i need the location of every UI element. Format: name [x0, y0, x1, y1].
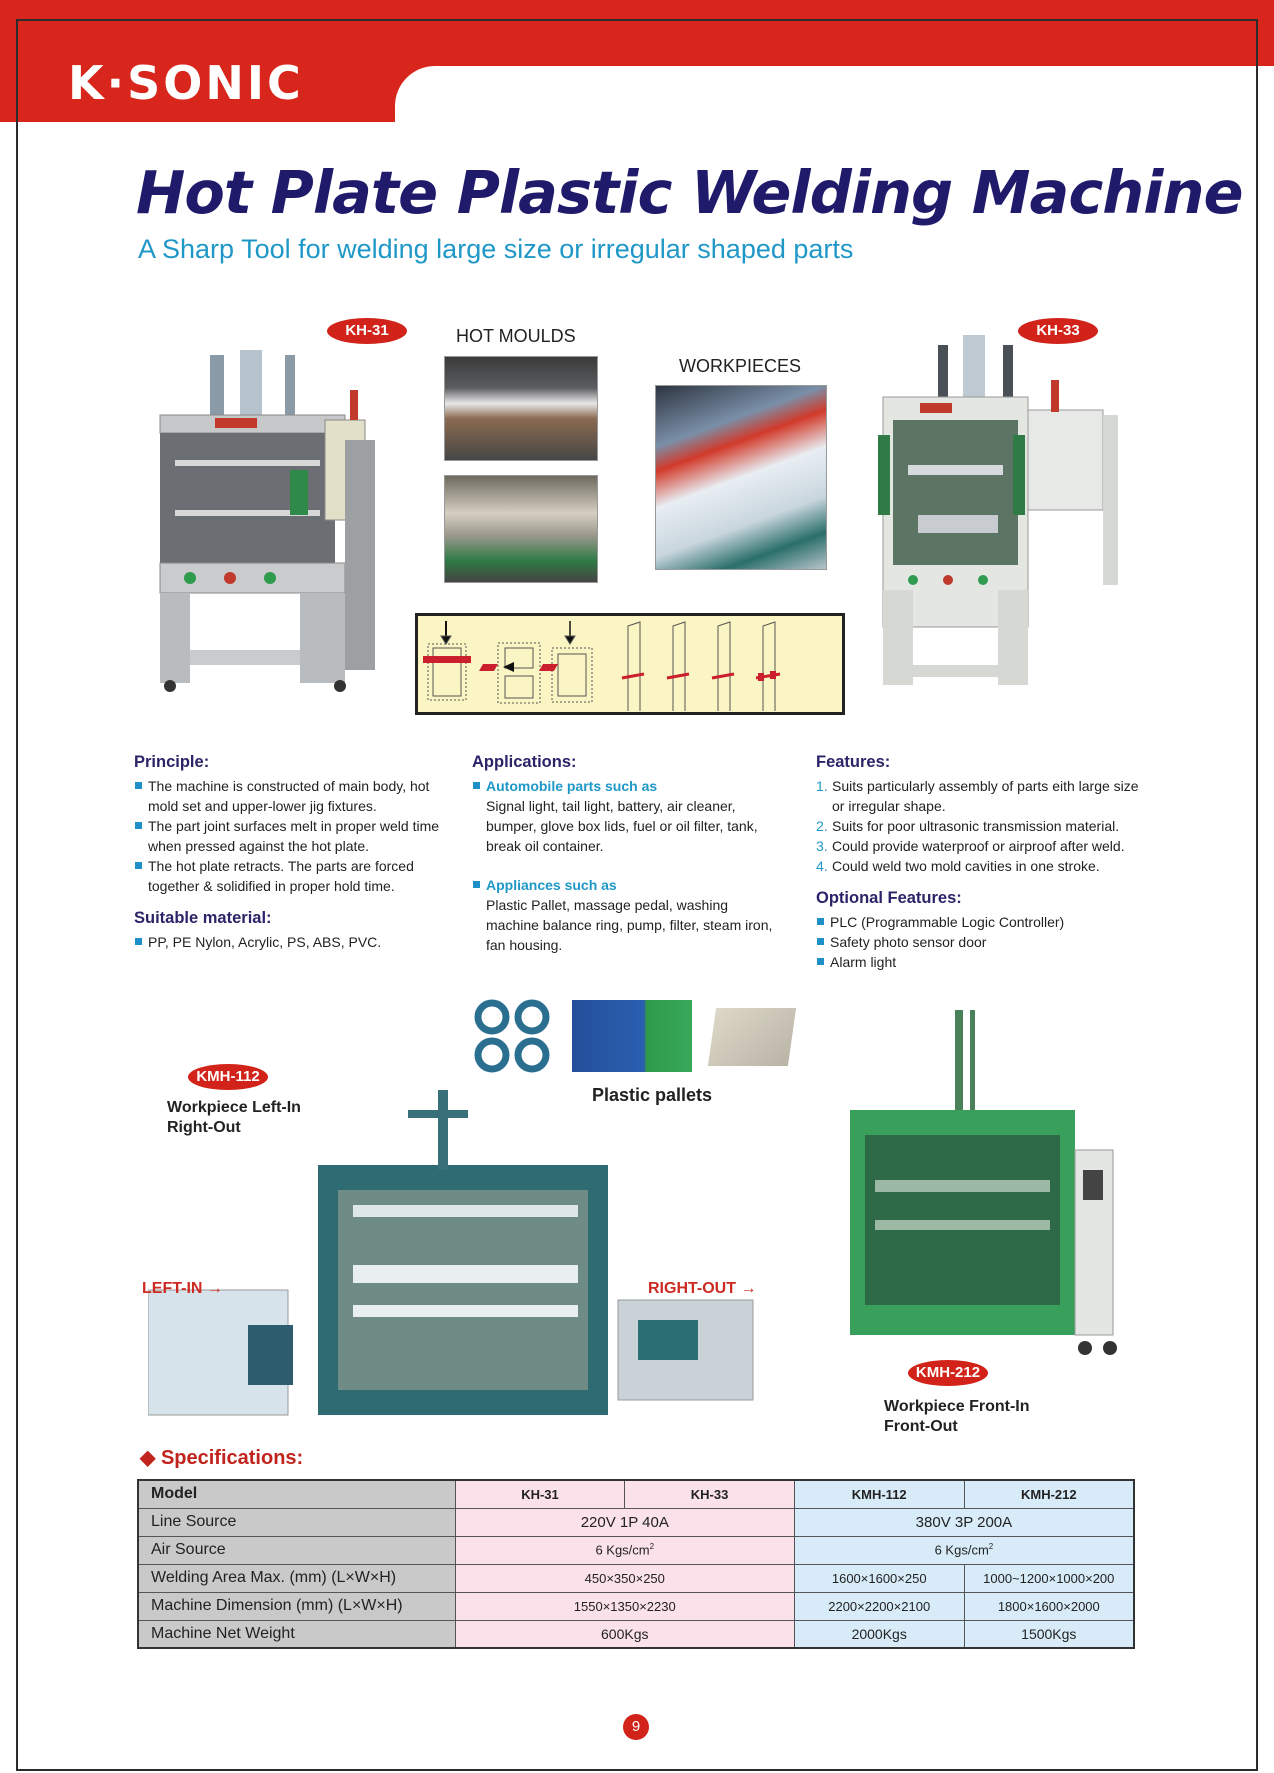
header-model: KMH-212	[963, 1479, 1135, 1509]
application-group-title: Appliances such as	[472, 875, 782, 895]
feature-item: 1.Suits particularly assembly of parts e…	[816, 778, 1139, 814]
table-header-row: Model KH-31 KH-33 KMH-112 KMH-212	[137, 1479, 1135, 1509]
kmh112-badge: KMH-112	[188, 1064, 268, 1090]
material-item: PP, PE Nylon, Acrylic, PS, ABS, PVC.	[134, 932, 444, 952]
header-label: Model	[137, 1479, 456, 1509]
page-title: Hot Plate Plastic Welding Machine	[136, 158, 1244, 227]
pallet-round-image	[472, 998, 552, 1074]
hot-moulds-label: HOT MOULDS	[456, 326, 576, 346]
feature-item: 2.Suits for poor ultrasonic transmission…	[816, 818, 1120, 834]
table-row: Air Source 6 Kgs/cm2 6 Kgs/cm2	[137, 1535, 1135, 1565]
kh33-machine-image	[868, 335, 1123, 695]
application-group-text: Signal light, tail light, battery, air c…	[486, 798, 758, 854]
applications-section: Applications: Automobile parts such as S…	[472, 752, 782, 955]
kh33-badge: KH-33	[1018, 318, 1098, 344]
optional-feature-item: Alarm light	[816, 952, 1146, 972]
plastic-pallets-label: Plastic pallets	[592, 1085, 713, 1105]
header-curve	[395, 66, 485, 122]
features-section: Features: 1.Suits particularly assembly …	[816, 752, 1146, 972]
hot-plate-process-diagram	[415, 613, 845, 715]
kh31-badge: KH-31	[327, 318, 407, 344]
principle-heading: Principle:	[134, 753, 210, 771]
kmh212-badge: KMH-212	[908, 1360, 988, 1386]
principle-item: The part joint surfaces melt in proper w…	[134, 816, 444, 856]
table-row: Machine Dimension (mm) (L×W×H) 1550×1350…	[137, 1591, 1135, 1621]
page-number: 9	[623, 1714, 649, 1740]
optional-feature-item: PLC (Programmable Logic Controller)	[816, 912, 1146, 932]
page-subtitle: A Sharp Tool for welding large size or i…	[138, 234, 854, 264]
workpieces-photo	[655, 385, 827, 570]
kh31-machine-image	[150, 350, 390, 695]
workpieces-label: WORKPIECES	[679, 356, 802, 376]
features-heading: Features:	[816, 753, 891, 771]
header-model: KH-31	[454, 1479, 626, 1509]
right-out-label: RIGHT-OUT →	[648, 1280, 757, 1297]
principle-section: Principle: The machine is constructed of…	[134, 752, 444, 952]
kmh112-caption: Workpiece Left-In Right-Out	[167, 1099, 301, 1136]
application-group-title: Automobile parts such as	[472, 776, 782, 796]
header-model: KMH-112	[793, 1479, 965, 1509]
principle-item: The hot plate retracts. The parts are fo…	[134, 856, 444, 896]
feature-item: 4.Could weld two mold cavities in one st…	[816, 858, 1100, 874]
table-row: Machine Net Weight 600Kgs 2000Kgs 1500Kg…	[137, 1619, 1135, 1649]
table-row: Line Source 220V 1P 40A 380V 3P 200A	[137, 1507, 1135, 1537]
brand-logo: K·SONIC	[68, 56, 304, 110]
feature-item: 3.Could provide waterproof or airproof a…	[816, 838, 1125, 854]
application-group-text: Plastic Pallet, massage pedal, washing m…	[486, 897, 773, 953]
pallet-grey-image	[707, 1008, 797, 1066]
applications-heading: Applications:	[472, 753, 577, 771]
optional-features-heading: Optional Features:	[816, 889, 962, 907]
pallet-blue-green-image	[572, 1000, 692, 1072]
kmh212-machine-image	[845, 1010, 1125, 1360]
optional-feature-item: Safety photo sensor door	[816, 932, 1146, 952]
principle-item: The machine is constructed of main body,…	[134, 776, 444, 816]
specifications-table: Model KH-31 KH-33 KMH-112 KMH-212 Line S…	[137, 1479, 1135, 1649]
left-in-label: LEFT-IN →	[142, 1280, 223, 1297]
suitable-material-heading: Suitable material:	[134, 909, 272, 927]
hot-mould-photo-2	[444, 475, 598, 583]
specifications-heading: ◆ Specifications:	[140, 1447, 304, 1469]
kmh212-caption: Workpiece Front-In Front-Out	[884, 1398, 1030, 1435]
kmh112-machine-image	[147, 1090, 768, 1430]
table-row: Welding Area Max. (mm) (L×W×H) 450×350×2…	[137, 1563, 1135, 1593]
hot-mould-photo-1	[444, 356, 598, 461]
header-model: KH-33	[624, 1479, 795, 1509]
